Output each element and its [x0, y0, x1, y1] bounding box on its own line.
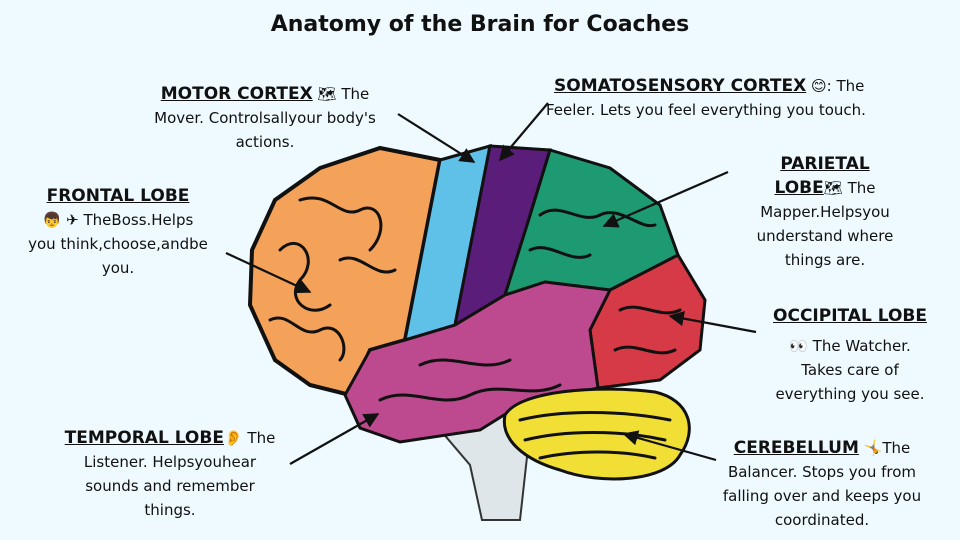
arrow-motor	[397, 113, 476, 163]
somatosensory-cortex-label: SOMATOSENSORY CORTEX 😊: The Feeler. Lets…	[546, 76, 866, 119]
arrow-parietal	[602, 170, 729, 228]
arrow-frontal	[225, 252, 312, 294]
airplane-icon: ✈	[66, 211, 79, 229]
parietal-lobe-heading-1: PARIETAL	[780, 154, 870, 174]
smile-icon: 😊	[811, 77, 827, 95]
frontal-lobe-heading: FRONTAL LOBE	[46, 186, 190, 206]
pointer-arrows	[225, 102, 757, 465]
arrow-temporal	[289, 413, 380, 465]
cerebellum-shape	[502, 387, 691, 481]
motor-cortex-heading: MOTOR CORTEX	[160, 84, 313, 104]
somatosensory-cortex-heading: SOMATOSENSORY CORTEX	[554, 76, 807, 96]
map-icon: 🗺	[317, 85, 337, 103]
temporal-lobe-shape	[343, 280, 613, 444]
arrow-somato	[499, 102, 549, 162]
arrow-cerebellum	[622, 430, 717, 462]
eyes-icon: 👀	[789, 337, 808, 355]
occipital-lobe-label: OCCIPITAL LOBE 👀 The Watcher. Takes care…	[760, 304, 940, 406]
temporal-lobe-heading: TEMPORAL LOBE	[64, 428, 224, 448]
map-icon: 🗺	[823, 179, 843, 197]
boy-icon: 👦	[42, 211, 62, 229]
page-title: Anatomy of the Brain for Coaches	[270, 12, 690, 37]
occipital-lobe-heading: OCCIPITAL LOBE	[773, 306, 927, 326]
temporal-lobe-label: TEMPORAL LOBE👂 The Listener. Helpsyouhea…	[64, 428, 276, 519]
parietal-lobe-label: PARIETAL LOBE🗺 The Mapper.Helpsyou under…	[740, 152, 910, 272]
motor-cortex-label: MOTOR CORTEX 🗺 The Mover. Controlsallyou…	[154, 84, 376, 151]
frontal-lobe-label: FRONTAL LOBE 👦 ✈ TheBoss.Helps you think…	[8, 184, 228, 280]
cerebellum-label: CEREBELLUM 🤸The Balancer. Stops you from…	[722, 438, 922, 529]
parietal-lobe-heading-2: LOBE	[774, 178, 824, 198]
ear-icon: 👂	[223, 429, 243, 447]
arrow-occipital	[668, 310, 757, 334]
balance-icon: 🤸	[863, 439, 883, 457]
cerebellum-heading: CEREBELLUM	[733, 438, 859, 458]
